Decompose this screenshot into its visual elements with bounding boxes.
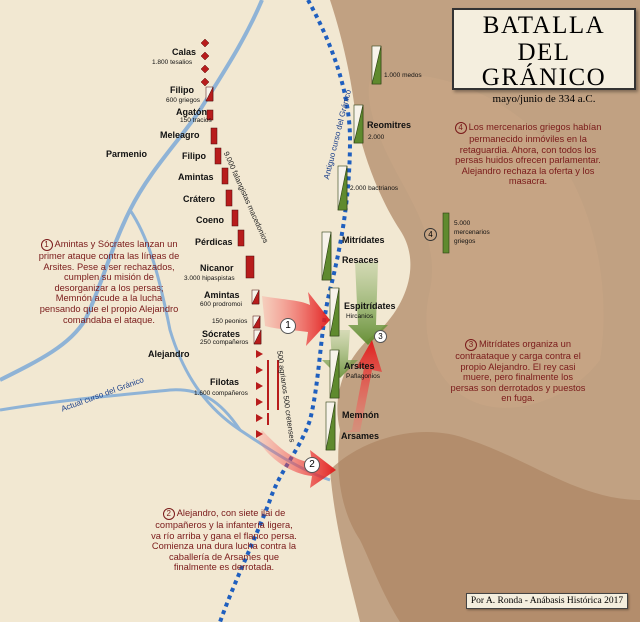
river-branch-lower: [0, 388, 242, 431]
label-nicanor: Nicanor: [200, 263, 234, 273]
detail-nicanor: 3.000 hipaspistas: [184, 275, 235, 282]
macedonian-units: [205, 86, 262, 345]
label-amintas-2: Amintas: [204, 290, 240, 300]
detail-peonios: 150 peonios: [212, 318, 248, 325]
credit-box: Por A. Ronda - Anábasis Histórica 2017: [466, 593, 628, 609]
macedonian-cavalry-calas: [200, 38, 210, 87]
label-resaces: Resaces: [342, 255, 379, 265]
note-1-text: Amintas y Sócrates lanzan un primer ataq…: [38, 239, 180, 325]
title-line-2: GRÁNICO: [481, 64, 607, 91]
label-filipo-1: Filipo: [170, 85, 194, 95]
marker-2: 2: [304, 457, 320, 473]
hills-terrain-south: [330, 431, 640, 622]
detail-paflagonios: Paflagonios: [346, 373, 380, 380]
detail-agaton: 150 tracios: [180, 117, 212, 124]
title-line-1: BATALLA DEL: [482, 12, 606, 66]
mercenaries-line-3: griegos: [454, 238, 476, 245]
label-meleagro: Meleagro: [160, 130, 200, 140]
arrow-attack-3: [344, 340, 382, 432]
label-memnon: Memnón: [342, 410, 379, 420]
label-filotas: Filotas: [210, 377, 240, 387]
detail-reomitres: 2.000: [368, 134, 385, 141]
note-4-number: 4: [454, 122, 467, 134]
detail-hircanios: Hircanios: [346, 313, 374, 320]
detail-medos: 1.000 medos: [384, 72, 422, 79]
detail-calas: 1.800 tesalios: [152, 59, 193, 66]
note-3-number: 3: [465, 339, 477, 351]
detail-bactrianos: 2.000 bactrianos: [350, 185, 399, 192]
label-arsites: Arsites: [344, 361, 375, 371]
label-mitridates: Mitrídates: [342, 235, 385, 245]
note-2-text: Alejandro, con siete ilai de compañeros …: [151, 508, 297, 573]
note-2-number: 2: [162, 508, 175, 520]
mercenaries-line-1: 5.000: [454, 220, 471, 227]
label-coeno: Coeno: [196, 215, 224, 225]
river-current: [0, 0, 264, 382]
marker-3: 3: [374, 330, 387, 343]
label-espitridates: Espitrídates: [344, 301, 396, 311]
title-box: BATALLA DEL GRÁNICO mayo/junio de 334 a.…: [452, 8, 636, 105]
title-date: mayo/junio de 334 a.C.: [492, 93, 596, 105]
hills-terrain-light: [368, 74, 604, 408]
mercenaries-number: 4: [424, 228, 437, 241]
macedonian-light-infantry: [267, 360, 279, 425]
detail-amintas-2: 600 prodromoi: [200, 301, 242, 308]
label-parmenio: Parmenio: [106, 149, 148, 159]
persian-units: [321, 45, 450, 451]
label-calas: Calas: [172, 47, 197, 57]
label-cratero: Crátero: [183, 194, 216, 204]
arrow-attack-1: [262, 292, 330, 346]
note-4-text: Los mercenarios griegos habían permaneci…: [455, 122, 602, 187]
label-perdicas: Pérdicas: [195, 237, 233, 247]
note-1-number: 1: [40, 239, 53, 251]
label-filipo-2: Filipo: [182, 151, 206, 161]
label-arsames: Arsames: [341, 431, 380, 441]
river-old-course: [218, 0, 353, 622]
marker-1: 1: [280, 318, 296, 334]
detail-filotas: 1.600 compañeros: [194, 390, 248, 397]
mercenaries-line-2: mercenarios: [454, 229, 490, 236]
note-3-text: Mitrídates organiza un contraataque y ca…: [450, 339, 586, 404]
label-agaton: Agatón: [176, 107, 207, 117]
arrow-counter-green-1: [348, 262, 388, 345]
label-amintas-1: Amintas: [178, 172, 214, 182]
label-socrates: Sócrates: [202, 329, 241, 339]
arrow-attack-2: [258, 430, 336, 488]
detail-filipo-1: 600 griegos: [166, 97, 200, 104]
macedonian-companions-filotas: [256, 350, 263, 438]
label-reomitres: Reomitres: [367, 120, 412, 130]
detail-socrates: 250 compañeros: [200, 339, 249, 346]
label-alejandro: Alejandro: [148, 349, 190, 359]
